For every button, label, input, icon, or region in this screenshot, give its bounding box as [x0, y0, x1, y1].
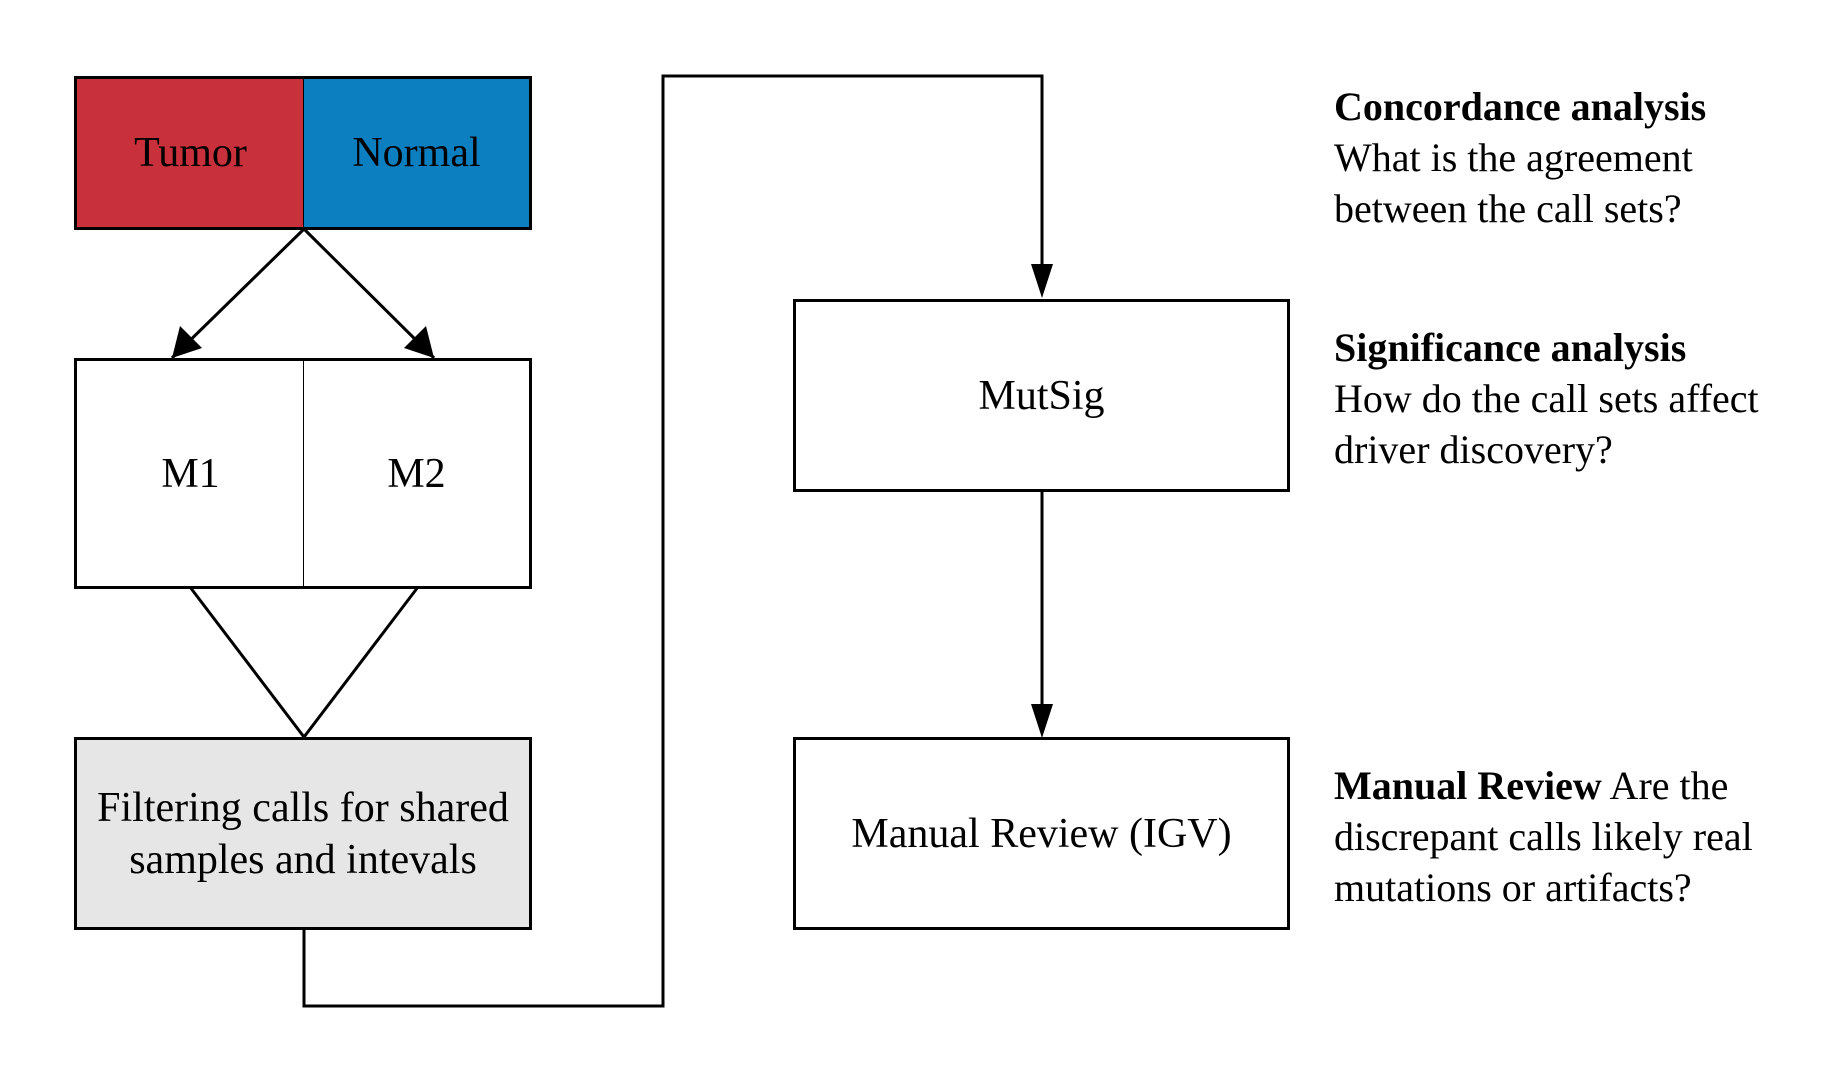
tumor-label: Tumor — [134, 130, 247, 176]
manual-review-label: Manual Review (IGV) — [851, 810, 1232, 857]
normal-label: Normal — [352, 130, 481, 176]
significance-note: Significance analysis How do the call se… — [1334, 322, 1774, 475]
arrow-to-m1 — [170, 227, 306, 360]
arrow-to-m2 — [302, 227, 436, 360]
normal-node: Normal — [303, 76, 532, 230]
significance-title: Significance analysis — [1334, 325, 1687, 370]
manual-review-title: Manual Review — [1334, 763, 1602, 808]
m2-label: M2 — [387, 450, 446, 497]
concordance-text: What is the agreement between the call s… — [1334, 135, 1693, 231]
m1-label: M1 — [161, 450, 220, 497]
significance-text: How do the call sets affect driver disco… — [1334, 376, 1759, 472]
tumor-node: Tumor — [74, 76, 305, 230]
arrowhead-m2 — [404, 326, 434, 358]
filter-label: Filtering calls for shared samples and i… — [97, 784, 509, 883]
arrowhead-m1 — [172, 326, 202, 358]
arrowhead-review — [1031, 704, 1053, 738]
mutsig-node: MutSig — [793, 299, 1290, 492]
manual-review-note: Manual Review Are the discrepant calls l… — [1334, 760, 1774, 913]
merge-lines — [188, 586, 420, 740]
m2-node: M2 — [303, 358, 532, 589]
mutsig-label: MutSig — [978, 372, 1105, 419]
manual-review-node: Manual Review (IGV) — [793, 737, 1290, 930]
concordance-note: Concordance analysis What is the agreeme… — [1334, 81, 1774, 234]
manual-review-text: Are the discrepant calls likely real mut… — [1334, 763, 1753, 910]
arrowhead-mutsig — [1031, 264, 1053, 298]
m1-node: M1 — [74, 358, 305, 589]
connector-filter-to-mutsig — [302, 74, 1044, 1008]
concordance-title: Concordance analysis — [1334, 84, 1707, 129]
filter-node: Filtering calls for shared samples and i… — [74, 737, 532, 930]
